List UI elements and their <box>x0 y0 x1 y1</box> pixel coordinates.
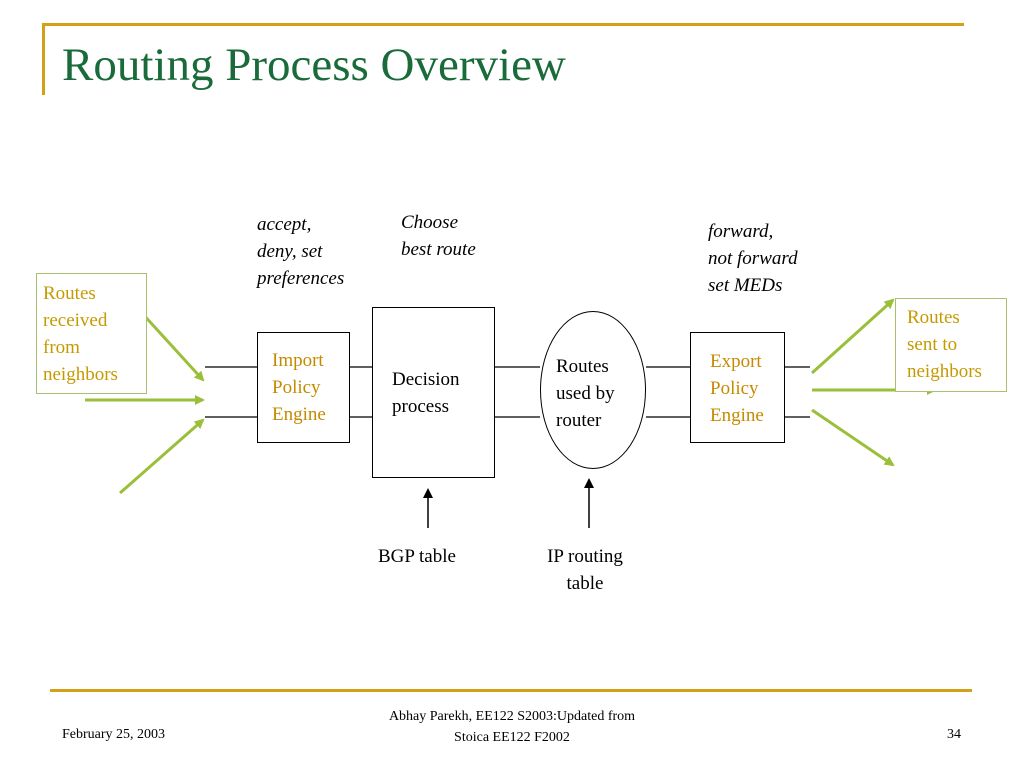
engine-line: Export <box>710 351 762 372</box>
decision-process-box: Decision process <box>372 307 495 478</box>
engine-line: Engine <box>710 405 764 426</box>
note-line: set MEDs <box>708 275 783 296</box>
engine-line: Policy <box>710 378 759 399</box>
routes-used-oval: Routes used by router <box>540 311 646 469</box>
credit-line: Stoica EE122 F2002 <box>454 730 570 745</box>
oval-line: used by <box>556 383 615 404</box>
box-line: neighbors <box>43 364 118 385</box>
box-line: Routes <box>43 283 96 304</box>
oval-line: Routes <box>556 356 609 377</box>
routes-sent-box: Routes sent to neighbors <box>895 298 1007 392</box>
slide-title: Routing Process Overview <box>62 39 566 91</box>
note-line: Choose <box>401 212 458 233</box>
box-line: neighbors <box>907 361 982 382</box>
engine-line: Import <box>272 350 324 371</box>
page-number: 34 <box>947 727 961 742</box>
box-line: Routes <box>907 307 960 328</box>
import-policy-engine: Import Policy Engine <box>257 332 350 443</box>
note-line: not forward <box>708 248 798 269</box>
box-line: received <box>43 310 108 331</box>
footer-credit: Abhay Parekh, EE122 S2003:Updated from S… <box>312 706 712 748</box>
bgp-table-label: BGP table <box>378 546 456 567</box>
note-line: best route <box>401 239 476 260</box>
decision-line: process <box>392 396 449 417</box>
note-line: accept, <box>257 214 312 235</box>
incoming-arrow-3 <box>119 418 205 495</box>
oval-line: router <box>556 410 602 431</box>
box-line: sent to <box>907 334 958 355</box>
label-line: IP routing <box>547 546 623 567</box>
decision-note: Choose best route <box>401 209 476 263</box>
note-line: deny, set <box>257 241 323 262</box>
decision-line: Decision <box>392 369 460 390</box>
import-policy-note: accept, deny, set preferences <box>257 211 344 292</box>
label-line: table <box>566 573 604 594</box>
outgoing-arrow-3 <box>811 408 895 467</box>
credit-line: Abhay Parekh, EE122 S2003:Updated from <box>388 709 636 724</box>
outgoing-arrow-1 <box>810 298 895 375</box>
export-policy-note: forward, not forward set MEDs <box>708 218 798 299</box>
note-line: preferences <box>257 268 345 289</box>
top-accent-line <box>42 23 964 26</box>
box-line: from <box>43 337 80 358</box>
footer-date: February 25, 2003 <box>62 727 166 742</box>
note-line: forward, <box>708 221 774 242</box>
left-accent-bar <box>42 23 45 95</box>
ip-routing-table-label: IP routing table <box>530 543 640 597</box>
export-policy-engine: Export Policy Engine <box>690 332 785 443</box>
engine-line: Engine <box>272 404 326 425</box>
engine-line: Policy <box>272 377 321 398</box>
footer-accent-line <box>50 689 972 692</box>
routes-received-box: Routes received from neighbors <box>36 273 147 394</box>
